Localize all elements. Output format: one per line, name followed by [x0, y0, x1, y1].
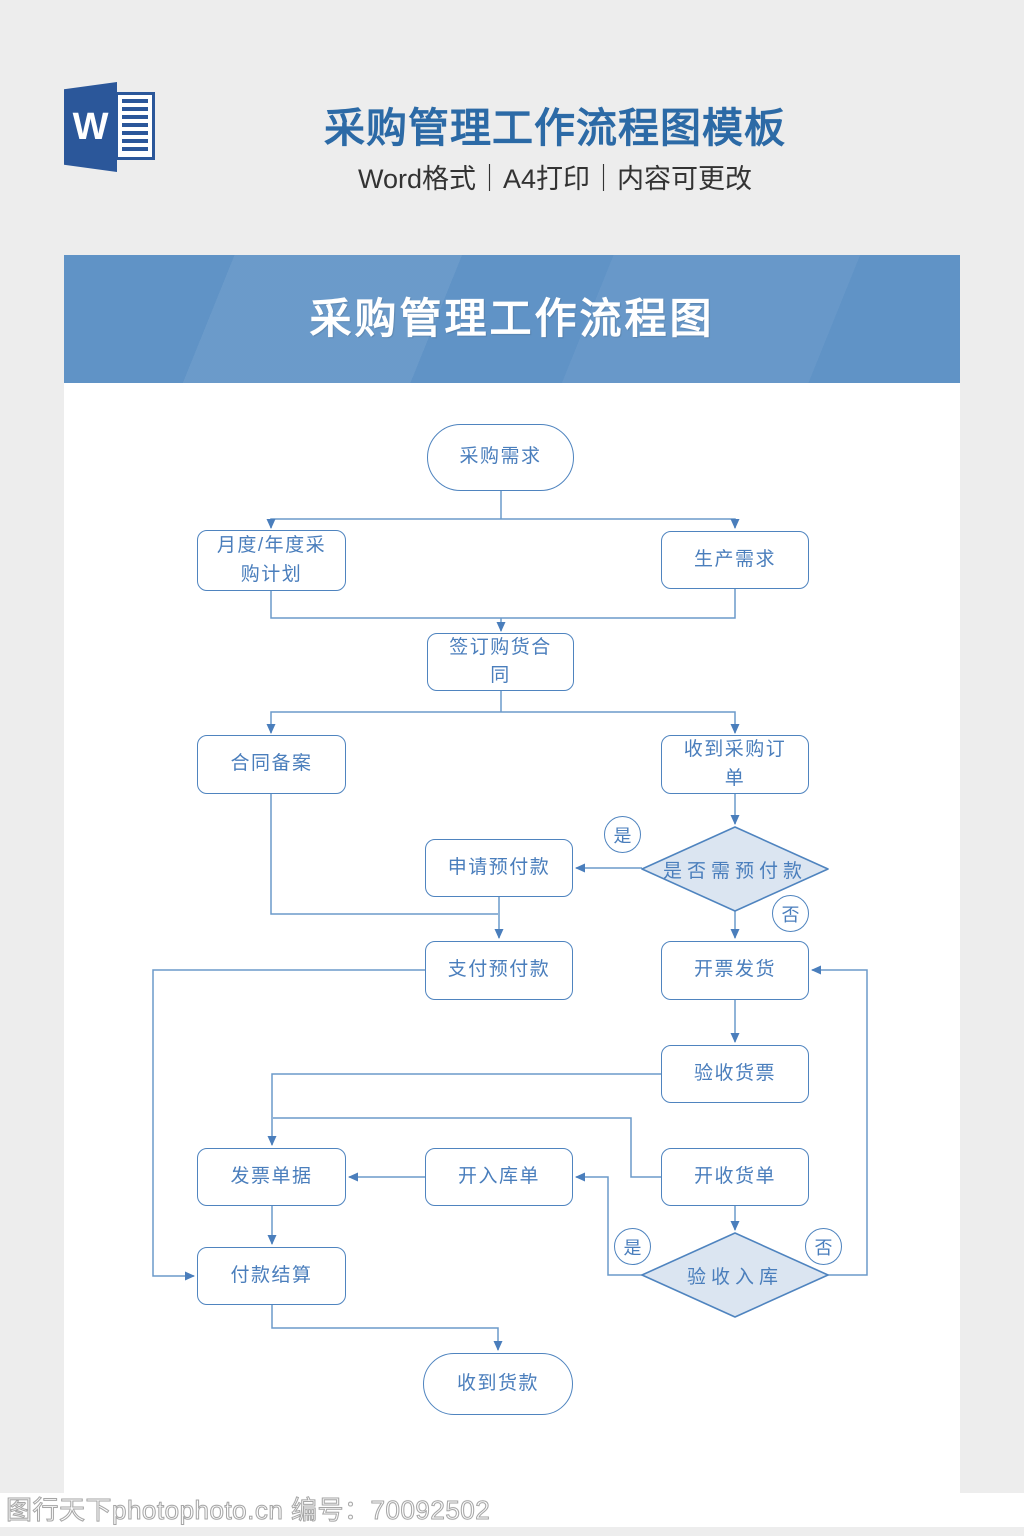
decision-diamond-inspect-and-store: [641, 1232, 829, 1318]
flow-node-production-demand: 生产需求: [661, 531, 809, 589]
flow-node-purchase-demand: 采购需求: [427, 424, 574, 491]
flow-node-check-goods-invoice: 验收货票: [661, 1045, 809, 1103]
flow-node-pay-prepayment: 支付预付款: [425, 941, 573, 1000]
flow-node-warehouse-entry-form: 开入库单: [425, 1148, 573, 1206]
flow-node-payment-settlement: 付款结算: [197, 1247, 346, 1305]
flowchart-card: 采购需求 月度/年度采购计划 生产需求 签订购货合同 合同备案 收到采购订单 是…: [64, 383, 960, 1493]
flowchart: 采购需求 月度/年度采购计划 生产需求 签订购货合同 合同备案 收到采购订单 是…: [64, 383, 960, 1493]
banner: 采购管理工作流程图: [64, 255, 960, 383]
connector-lines: [152, 491, 868, 1351]
word-w-panel-icon: W: [64, 82, 117, 172]
flow-node-receive-purchase-order: 收到采购订单: [661, 735, 809, 794]
flow-node-contract-filing: 合同备案: [197, 735, 346, 794]
page-title: 采购管理工作流程图模板: [324, 105, 786, 151]
branch-label-no-storage: 否: [805, 1228, 842, 1265]
word-letter: W: [72, 105, 109, 148]
flow-node-need-prepayment-label: 是否需预付款: [662, 860, 807, 882]
flow-node-sign-purchase-contract: 签订购货合同: [427, 633, 574, 691]
flow-node-inspect-and-store-label: 验收入库: [686, 1266, 783, 1288]
decision-diamond-need-prepayment: [641, 826, 829, 912]
banner-title: 采购管理工作流程图: [309, 295, 715, 342]
flow-node-goods-receipt-form: 开收货单: [661, 1148, 809, 1206]
word-logo: W: [64, 82, 156, 172]
flow-node-invoice-documents: 发票单据: [197, 1148, 346, 1206]
watermark-bar: 图行天下photophoto.cn 编号：70092502: [0, 1493, 1024, 1527]
page-subtitle: Word格式｜A4打印｜内容可更改: [357, 164, 753, 194]
word-document-lines-icon: [122, 99, 148, 153]
flow-node-apply-prepayment: 申请预付款: [425, 839, 573, 897]
flowchart-connectors: [152, 491, 868, 1351]
flow-node-invoice-and-ship: 开票发货: [661, 941, 809, 1000]
branch-label-yes-prepayment: 是: [604, 816, 641, 853]
word-document-icon: [115, 92, 155, 160]
watermark-text: 图行天下photophoto.cn 编号：70092502: [5, 1495, 491, 1526]
branch-label-yes-storage: 是: [614, 1228, 651, 1265]
flow-node-monthly-annual-plan: 月度/年度采购计划: [197, 530, 346, 591]
branch-label-no-prepayment: 否: [772, 895, 809, 932]
flow-node-receive-payment: 收到货款: [423, 1353, 573, 1415]
